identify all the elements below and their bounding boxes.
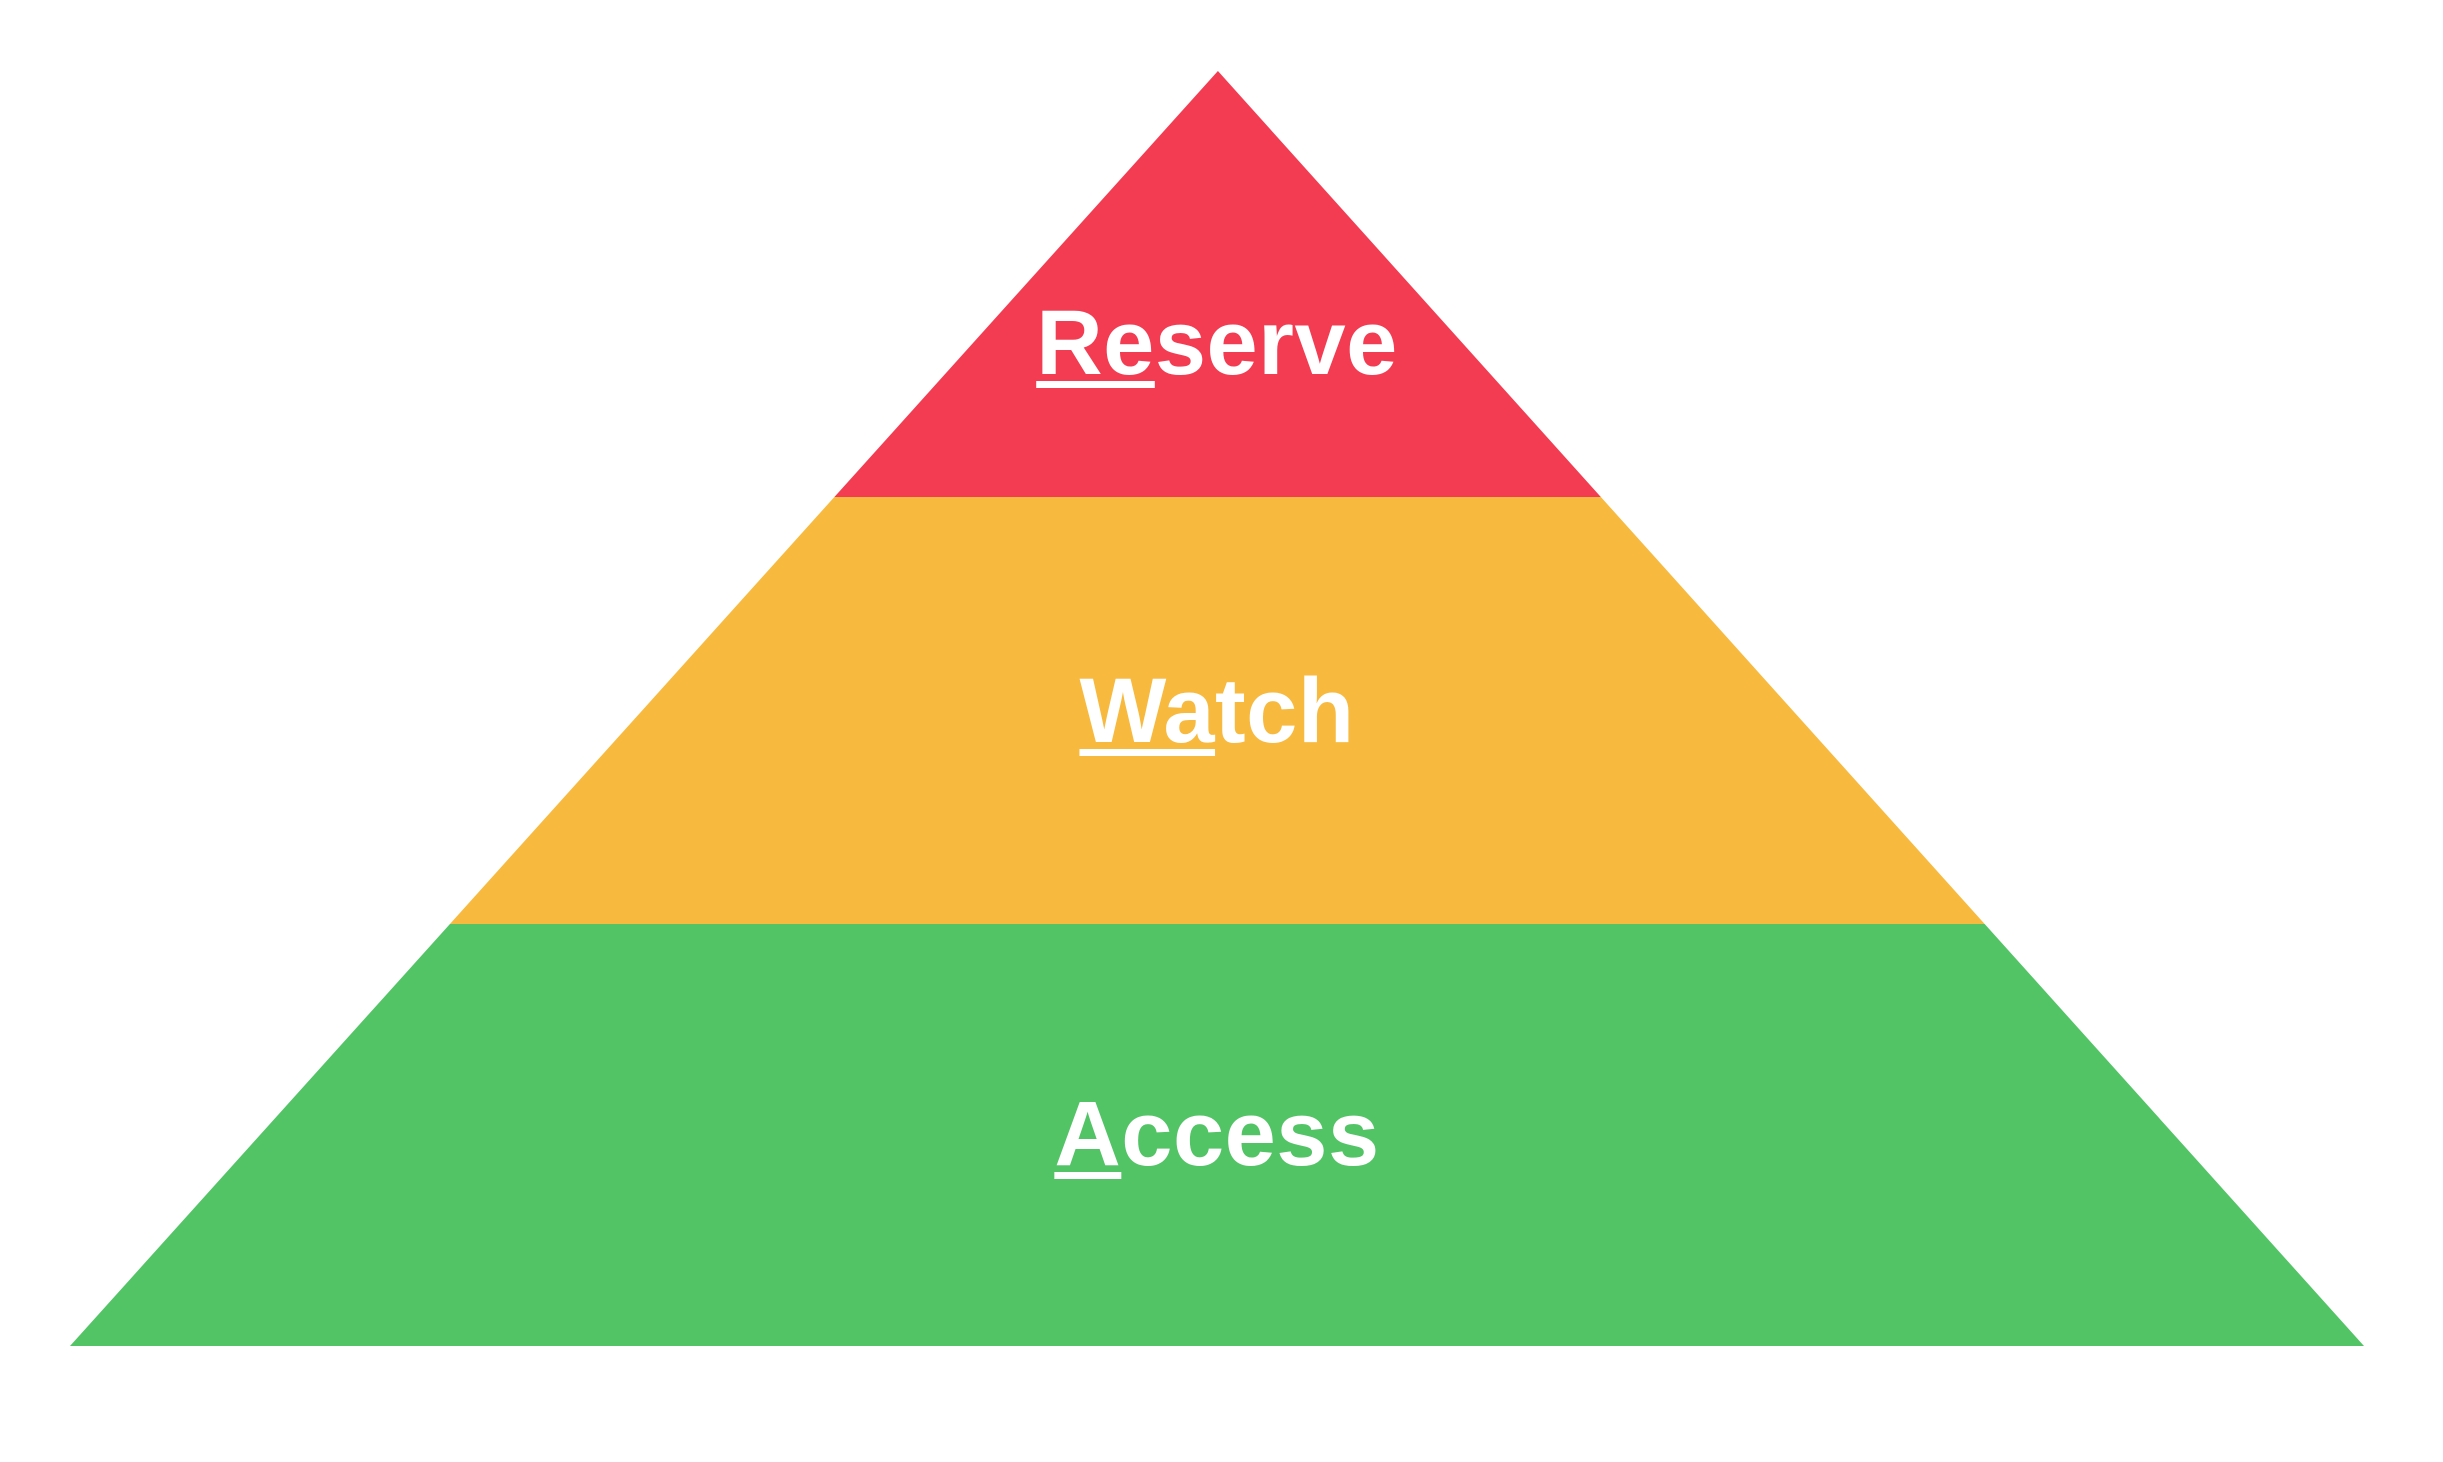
tier-label-watch: Watch: [70, 665, 2364, 757]
tier-label-watch-rest: tch: [1215, 660, 1355, 762]
tier-reserve-band: [70, 71, 2364, 497]
pyramid-diagram: Reserve Watch Access: [70, 71, 2364, 1346]
tier-label-reserve: Reserve: [70, 297, 2364, 389]
tier-label-reserve-rest: serve: [1154, 292, 1398, 394]
tier-label-access-underlined-part: A: [1054, 1083, 1122, 1185]
tier-label-access-rest: ccess: [1121, 1083, 1380, 1185]
tier-label-reserve-underlined-part: Re: [1036, 292, 1155, 394]
tier-label-watch-underlined-part: Wa: [1079, 660, 1216, 762]
tier-access-band: [70, 924, 2364, 1346]
tier-label-access: Access: [70, 1088, 2364, 1180]
